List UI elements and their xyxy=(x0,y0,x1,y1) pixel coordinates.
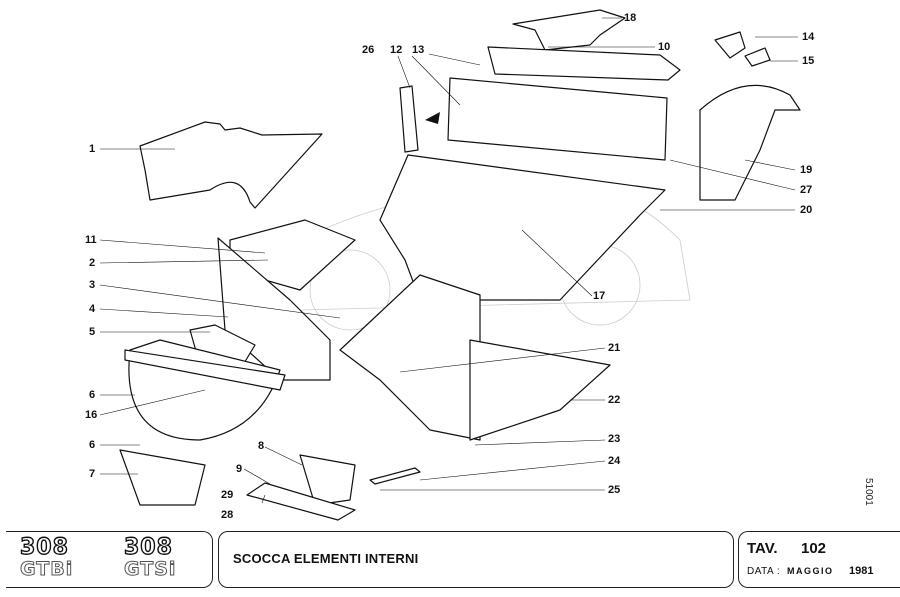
callout-29: 29 xyxy=(221,489,234,501)
callout-19: 19 xyxy=(800,164,813,176)
callout-3: 3 xyxy=(89,279,96,291)
callout-6b: 6 xyxy=(89,439,96,451)
part-20-floor xyxy=(379,154,666,301)
section-title-box: SCOCCA ELEMENTI INTERNI xyxy=(218,531,734,588)
callout-17: 17 xyxy=(593,290,606,302)
callout-14: 14 xyxy=(802,31,815,43)
part-9-plate xyxy=(246,482,356,521)
callout-27: 27 xyxy=(800,184,813,196)
arrow-icon xyxy=(425,112,440,124)
part-26-strip xyxy=(399,85,419,153)
part-15-bracket xyxy=(744,47,771,67)
part-21-inner-panel xyxy=(339,274,481,441)
part-1-cover xyxy=(139,121,323,209)
model-logo-box: 308 GTBi 308 GTSi xyxy=(6,531,213,588)
callout-25: 25 xyxy=(608,484,621,496)
part-18-duct xyxy=(512,9,626,51)
part-7-shield xyxy=(119,449,206,506)
part-19-wheelarch xyxy=(699,84,801,201)
callout-7: 7 xyxy=(89,468,96,480)
section-title: SCOCCA ELEMENTI INTERNI xyxy=(233,551,419,566)
table-info-box: TAV. 102 DATA : MAGGIO 1981 xyxy=(738,531,900,588)
callout-10: 10 xyxy=(658,41,671,53)
logo-number: 308 xyxy=(123,535,173,560)
callout-18: 18 xyxy=(624,12,637,24)
callout-6a: 6 xyxy=(89,389,96,401)
part-12-panel xyxy=(447,77,668,161)
logo-number: 308 xyxy=(19,535,69,560)
leader-lines xyxy=(99,17,798,504)
exploded-parts-drawing xyxy=(99,9,801,521)
callout-8: 8 xyxy=(258,440,265,452)
callout-16: 16 xyxy=(85,409,98,421)
tav-label: TAV. xyxy=(747,540,778,557)
part-24-grille xyxy=(369,467,421,485)
logo-gtbi: 308 GTBi xyxy=(19,535,74,581)
callout-2: 2 xyxy=(89,257,96,269)
callout-24: 24 xyxy=(608,455,621,467)
callout-15: 15 xyxy=(802,55,815,67)
callout-23: 23 xyxy=(608,433,621,445)
callout-1: 1 xyxy=(89,143,96,155)
callout-13: 13 xyxy=(412,44,425,56)
drawing-code: 51001 xyxy=(863,478,874,506)
part-14-bracket xyxy=(714,31,746,59)
part-8-shield xyxy=(299,454,356,506)
logo-gtsi: 308 GTSi xyxy=(123,535,177,581)
callout-20: 20 xyxy=(800,204,813,216)
callout-4: 4 xyxy=(89,303,96,315)
part-22-floor-pan xyxy=(469,339,611,441)
part-16-rail xyxy=(124,349,286,391)
callout-11: 11 xyxy=(85,234,97,246)
logo-model: GTSi xyxy=(123,558,177,581)
callout-12: 12 xyxy=(390,44,403,56)
part-10-tray xyxy=(487,46,681,81)
callout-21: 21 xyxy=(608,342,621,354)
callout-28: 28 xyxy=(221,509,234,521)
callout-9: 9 xyxy=(236,463,243,475)
date-month: MAGGIO xyxy=(787,566,834,576)
callout-5: 5 xyxy=(89,326,96,338)
date-label: DATA : xyxy=(747,566,781,577)
date-year: 1981 xyxy=(849,565,874,577)
callout-26: 26 xyxy=(362,44,375,56)
callout-22: 22 xyxy=(608,394,621,406)
tav-number: 102 xyxy=(801,540,827,557)
logo-model: GTBi xyxy=(19,558,74,581)
